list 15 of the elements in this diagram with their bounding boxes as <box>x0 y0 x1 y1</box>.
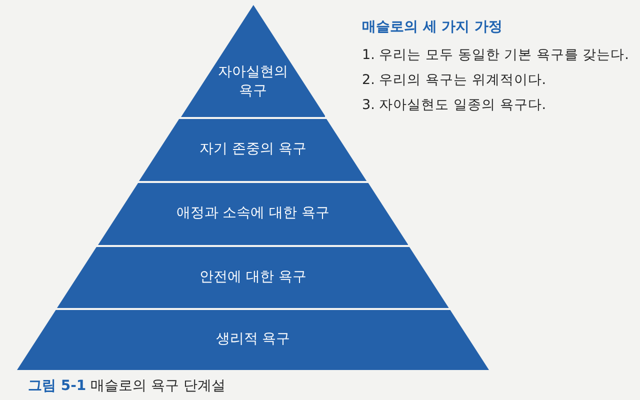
level-label: 안전에 대한 욕구 <box>198 268 308 286</box>
pyramid-level <box>139 119 367 181</box>
level-label: 애정과 소속에 대한 욕구 <box>175 204 331 223</box>
pyramid-top <box>180 5 326 117</box>
level-label: 자아실현의 욕구 <box>216 63 289 101</box>
figure-caption: 그림 5-1 매슬로의 욕구 단계설 <box>28 377 226 395</box>
note-item: 3. 자아실현도 일종의 욕구다. <box>362 96 546 114</box>
level-label: 생리적 욕구 <box>214 330 292 349</box>
level-label: 자기 존중의 욕구 <box>198 140 308 159</box>
pyramid-level <box>98 183 408 245</box>
note-heading: 매슬로의 세 가지 가정 <box>362 18 503 36</box>
pyramid-level <box>57 247 449 308</box>
note-item: 1. 우리는 모두 동일한 기본 욕구를 갖는다. <box>362 46 629 64</box>
pyramid-level <box>17 310 489 370</box>
note-item: 2. 우리의 욕구는 위계적이다. <box>362 71 546 89</box>
